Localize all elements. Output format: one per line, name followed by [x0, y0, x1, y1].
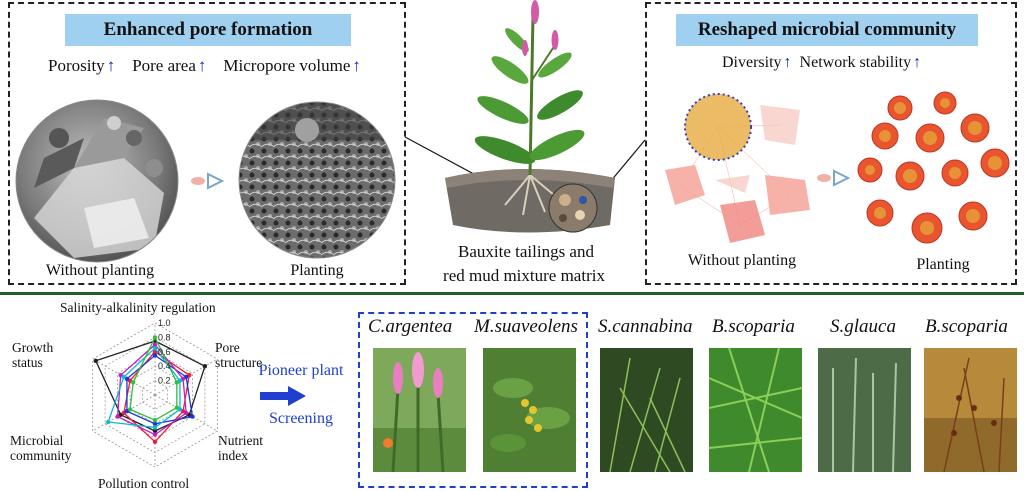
up-arrow-icon: ↑ [197, 56, 207, 75]
up-arrow-icon: ↑ [352, 56, 361, 75]
radar-axis-salinity: Salinity-alkalinity regulation [60, 300, 216, 315]
plant-name-b-scoparia-2: B.scoparia [925, 316, 1008, 337]
radar-tick-label: 0.8 [158, 332, 171, 342]
radar-axis-microbial-line1: Microbial [10, 433, 64, 448]
radar-axis-nutrient-line1: Nutrient [218, 433, 263, 448]
caption-without-planting-microbe: Without planting [687, 252, 797, 269]
screening-label-line2: Screening [269, 410, 333, 427]
radar-axis-microbial-line2: community [10, 448, 72, 463]
radar-series-point [202, 364, 208, 369]
radar-series-point [152, 335, 158, 340]
radar-axis-microbial: Microbial community [10, 433, 72, 463]
radar-series-point [106, 419, 111, 425]
radar-series-point [115, 414, 120, 419]
radar-axis-growth: Growth status [12, 340, 53, 370]
radar-series-point [152, 342, 158, 347]
matrix-caption-line2: red mud mixture matrix [443, 266, 605, 285]
radar-series-point [152, 425, 158, 430]
plant-name-m-suaveolens: M.suaveolens [474, 316, 578, 337]
matrix-caption-line1: Bauxite tailings and [458, 242, 594, 261]
plant-photo-c-argentea [373, 348, 466, 472]
plant-illustration [405, 0, 646, 233]
radar-series-point [152, 428, 158, 434]
metric-porosity: Porosity [48, 56, 105, 75]
plant-photo-s-cannabina [600, 348, 693, 472]
sem-image-planting [238, 101, 396, 259]
up-arrow-icon: ↑ [913, 54, 922, 71]
radar-series-point [190, 414, 195, 419]
plant-name-s-glauca: S.glauca [830, 316, 896, 337]
sem-image-without-planting [15, 99, 179, 263]
selected-plants-box [358, 312, 588, 488]
up-arrow-icon: ↑ [106, 56, 116, 75]
radar-series-point [174, 405, 180, 410]
radar-axis-growth-line1: Growth [12, 340, 54, 355]
radar-series-point [121, 374, 127, 380]
radar-series-point [152, 421, 158, 426]
pore-formation-panel [8, 2, 406, 285]
metric-diversity: Diversity [722, 54, 782, 71]
plant-name-b-scoparia-1: B.scoparia [712, 316, 795, 337]
caption-planting-microbe: Planting [916, 256, 970, 273]
metric-network-stability: Network stability [799, 54, 912, 71]
pore-metrics: Porosity↑ Pore area↑ Micropore volume↑ [48, 56, 361, 76]
radar-series-point [152, 418, 158, 423]
radar-grid-ring [117, 351, 193, 439]
pore-formation-title: Enhanced pore formation [65, 14, 351, 46]
radar-series-point [183, 410, 189, 416]
caption-without-planting-pore: Without planting [45, 262, 155, 279]
radar-series-point [152, 353, 158, 358]
caption-planting-pore: Planting [290, 262, 344, 279]
radar-series-point [174, 380, 180, 385]
screening-label-line1: Pioneer plant [258, 362, 344, 379]
plant-name-s-cannabina: S.cannabina [598, 316, 693, 337]
plant-name-c-argentea: C.argentea [368, 316, 453, 337]
radar-series-point [152, 432, 158, 437]
plant-photo-b-scoparia-2 [924, 348, 1017, 472]
radar-tick-label: 0.4 [158, 361, 171, 371]
radar-axis-nutrient: Nutrient index [218, 433, 263, 463]
radar-series-point [127, 407, 133, 412]
plant-photo-b-scoparia-1 [709, 348, 802, 472]
plant-photo-m-suaveolens [483, 348, 576, 472]
radar-axis-nutrient-line2: index [218, 448, 248, 463]
radar-axis-pore-line2: structure [215, 355, 263, 370]
radar-axis-growth-line2: status [12, 355, 43, 370]
radar-series-point [152, 439, 158, 444]
radar-series-point [93, 358, 98, 363]
microbial-community-title: Reshaped microbial community [676, 14, 978, 46]
radar-series-point [152, 346, 158, 351]
screening-arrow-icon [260, 386, 306, 406]
radar-tick-label: 0.6 [158, 347, 171, 357]
radar-tick-label: 0.2 [158, 376, 171, 386]
metric-pore-area: Pore area [132, 56, 196, 75]
microbial-network-planting [857, 91, 1010, 244]
metric-micropore-volume: Micropore volume [223, 56, 351, 75]
radar-series-point [152, 349, 158, 354]
radar-axis-pore-line1: Pore [215, 340, 240, 355]
up-arrow-icon: ↑ [783, 54, 792, 71]
radar-series-point [130, 380, 136, 385]
transition-arrow-icon [817, 169, 851, 187]
microbial-network-without-planting [665, 93, 810, 243]
radar-tick-label: 1.0 [158, 318, 171, 328]
plant-photo-s-glauca [818, 348, 911, 472]
radar-chart: 1.0 0.8 0.6 0.4 0.2 [92, 318, 218, 468]
section-divider [0, 292, 1024, 295]
radar-axis-pore: Pore structure [215, 340, 262, 370]
microbial-metrics: Diversity↑ Network stability↑ [722, 54, 921, 72]
transition-arrow-icon [191, 172, 225, 190]
radar-axis-pollution: Pollution control [98, 476, 190, 491]
microbial-community-panel [645, 2, 1017, 285]
